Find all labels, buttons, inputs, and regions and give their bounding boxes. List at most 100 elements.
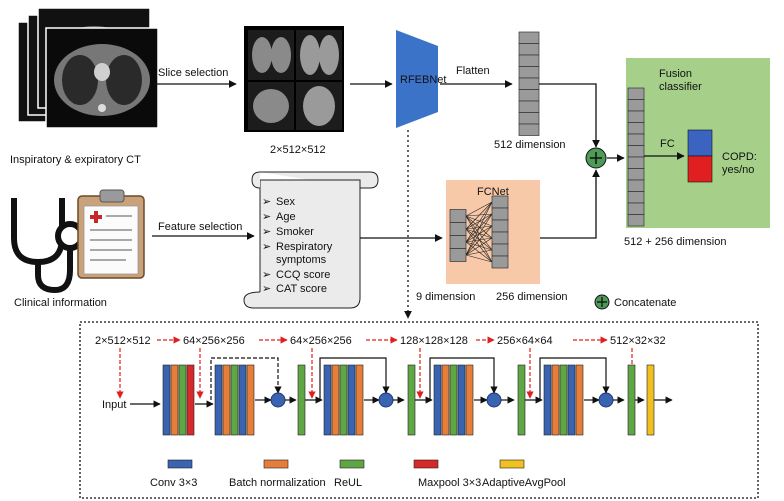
layer-block bbox=[441, 364, 450, 436]
feature-respiratory: Respiratory bbox=[276, 241, 333, 253]
fusion-vector-cell bbox=[627, 145, 645, 158]
ct-caption: Inspiratory & expiratory CT bbox=[10, 154, 141, 166]
fcnet-edge bbox=[465, 201, 493, 243]
feature-size-label: 64×256×256 bbox=[290, 335, 352, 347]
vector-cell bbox=[518, 112, 540, 125]
fcnet-edge bbox=[465, 215, 493, 263]
vector-cell bbox=[518, 77, 540, 90]
concatenate-legend-icon bbox=[594, 294, 610, 310]
feature-size-label: 64×256×256 bbox=[183, 335, 245, 347]
fcnet-edge bbox=[465, 228, 493, 239]
fcnet-output-node bbox=[491, 243, 509, 257]
skip-connection bbox=[210, 357, 282, 400]
legend-label: Maxpool 3×3 bbox=[418, 477, 481, 489]
rfebnet-architecture: 2×512×512 64×256×256 64×256×256 128×128×128… bbox=[95, 335, 673, 436]
feature-age: Age bbox=[276, 211, 296, 223]
output-node-no bbox=[687, 155, 713, 183]
clinical-caption: Clinical information bbox=[14, 297, 107, 309]
residual-add-node bbox=[598, 392, 614, 408]
copd-label-2: yes/no bbox=[722, 164, 754, 176]
fcnet-edge bbox=[465, 228, 493, 263]
fcnet-edge bbox=[465, 237, 493, 256]
skip-connection bbox=[539, 357, 610, 400]
layer-block bbox=[407, 364, 416, 436]
vector-cell bbox=[518, 54, 540, 67]
fusion-vector-cell bbox=[627, 110, 645, 123]
fusion-vector-cell bbox=[627, 168, 645, 181]
feature-cat: CAT score bbox=[276, 283, 327, 295]
fcnet-edge bbox=[465, 201, 493, 217]
fcnet-edge bbox=[465, 201, 493, 256]
fcnet-input-node bbox=[449, 209, 467, 223]
flatten-label: Flatten bbox=[456, 65, 490, 77]
legend-swatch bbox=[339, 459, 365, 469]
vector-cell bbox=[518, 43, 540, 56]
feature-size-label: 2×512×512 bbox=[95, 335, 151, 347]
residual-add-node bbox=[378, 392, 394, 408]
skip-connection bbox=[429, 357, 498, 400]
slice-dims-label: 2×512×512 bbox=[270, 144, 326, 156]
fcnet-output-node bbox=[491, 207, 509, 221]
clipboard-icon bbox=[77, 189, 145, 279]
fcnet-edge bbox=[465, 213, 493, 217]
layer-block bbox=[567, 364, 576, 436]
fusion-vector-cell bbox=[627, 87, 645, 100]
legend-label: Conv 3×3 bbox=[150, 477, 197, 489]
feature-ccq: CCQ score bbox=[276, 269, 330, 281]
fcnet-edge bbox=[465, 201, 493, 230]
legend-label: ReUL bbox=[334, 477, 362, 489]
rfebnet-detail-panel bbox=[79, 321, 759, 499]
fcnet-label: FCNet bbox=[477, 186, 509, 198]
layer-block bbox=[331, 364, 340, 436]
legend-label: Batch normalization bbox=[229, 477, 326, 489]
output-node-yes bbox=[687, 129, 713, 157]
concatenate-legend-label: Concatenate bbox=[614, 297, 676, 309]
copd-label-1: COPD: bbox=[722, 151, 757, 163]
feature-bullet-3: ➢ bbox=[262, 226, 271, 238]
vector-512 bbox=[518, 31, 540, 136]
residual-add-node bbox=[486, 392, 502, 408]
layer-block bbox=[646, 364, 655, 436]
feature-bullet-4: ➢ bbox=[262, 241, 271, 253]
concatenate-symbol bbox=[585, 147, 607, 169]
fcnet-input-node bbox=[449, 222, 467, 236]
rfebnet-label: RFEBNet bbox=[400, 74, 446, 86]
feature-bullet-2: ➢ bbox=[262, 211, 271, 223]
feature-size-label: 128×128×128 bbox=[400, 335, 468, 347]
layer-block bbox=[323, 364, 332, 436]
layer-block bbox=[246, 364, 255, 436]
fcnet-edge bbox=[465, 215, 493, 251]
layer-block bbox=[457, 364, 466, 436]
layer-block bbox=[347, 364, 356, 436]
fusion-dim-label: 512 + 256 dimension bbox=[624, 236, 726, 248]
feature-sex: Sex bbox=[276, 196, 295, 208]
dim256-label: 256 dimension bbox=[496, 291, 568, 303]
fusion-title-1: Fusion bbox=[659, 68, 692, 80]
legend-swatch bbox=[167, 459, 193, 469]
fusion-vector-cell bbox=[627, 156, 645, 169]
vector-cell bbox=[518, 123, 540, 136]
stethoscope-icon bbox=[11, 198, 85, 294]
feature-selection-label: Feature selection bbox=[158, 221, 242, 233]
fcnet-edge bbox=[465, 249, 493, 256]
fcnet-output-node bbox=[491, 255, 509, 269]
feature-bullet-1: ➢ bbox=[262, 196, 271, 208]
fcnet-edge bbox=[465, 237, 493, 243]
layer-block bbox=[517, 364, 526, 436]
fcnet-output-node bbox=[491, 231, 509, 245]
legend-label: AdaptiveAvgPool bbox=[482, 477, 566, 489]
layer-legend: Conv 3×3 Batch normalization ReUL Maxpool 3… bbox=[150, 459, 566, 489]
dim512-label: 512 dimension bbox=[494, 139, 566, 151]
legend-swatch bbox=[499, 459, 525, 469]
vector-cell bbox=[518, 89, 540, 102]
fusion-vector-cell bbox=[627, 191, 645, 204]
fusion-vector-cell bbox=[627, 99, 645, 112]
ct-slices-image bbox=[244, 26, 344, 132]
vector-cell bbox=[518, 100, 540, 113]
layer-block bbox=[238, 364, 247, 436]
layer-block bbox=[186, 364, 195, 436]
input-label: Input bbox=[102, 399, 126, 411]
legend-swatch bbox=[263, 459, 289, 469]
fcnet-input-node bbox=[449, 248, 467, 262]
